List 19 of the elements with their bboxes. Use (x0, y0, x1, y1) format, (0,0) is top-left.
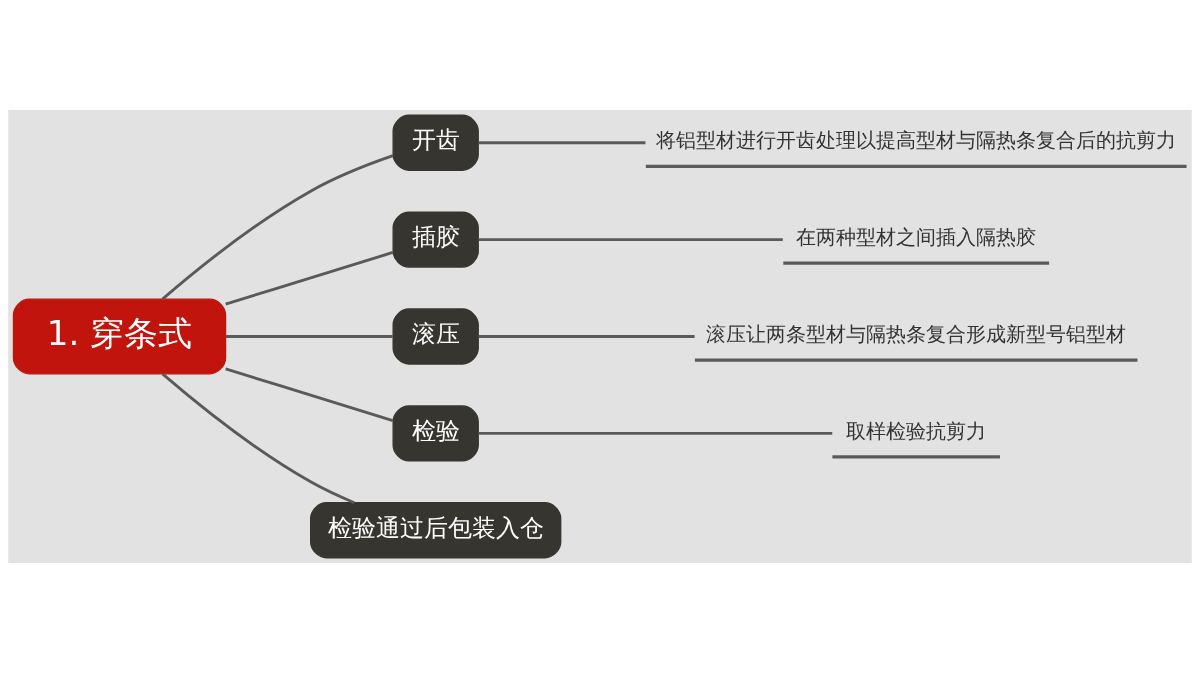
connector (478, 141, 646, 145)
node-box: 检验通过后包装入仓 (310, 502, 562, 559)
node-box: 1. 穿条式 (12, 298, 227, 375)
node-text: 滚压让两条型材与隔热条复合形成新型号铝型材 (706, 323, 1127, 347)
node-box: 开齿 (392, 114, 479, 171)
connector (161, 154, 394, 301)
node-box: 滚压 (392, 308, 479, 365)
connector (225, 251, 394, 306)
node-box: 插胶 (392, 211, 479, 268)
node-text: 将铝型材进行开齿处理以提高型材与隔热条复合后的抗剪力 (656, 129, 1177, 153)
connector (225, 335, 393, 338)
node-box: 检验 (392, 405, 479, 462)
connector (478, 335, 695, 338)
connector (478, 431, 833, 435)
connector (225, 367, 394, 422)
node-text: 取样检验抗剪力 (846, 419, 987, 443)
connector (478, 238, 783, 242)
node-text: 在两种型材之间插入隔热胶 (796, 226, 1037, 250)
connector (161, 372, 355, 505)
